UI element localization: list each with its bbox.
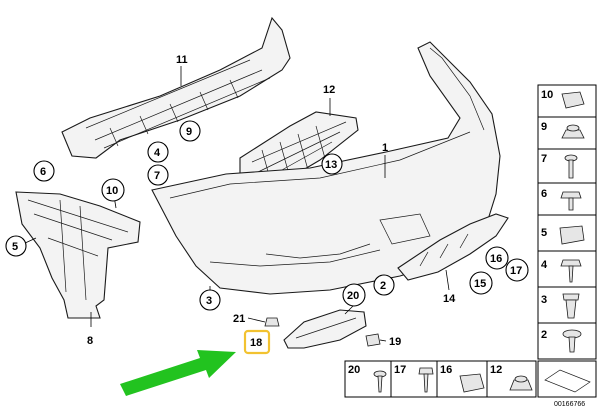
hardware-row: 10 20 17 16 12 [344, 360, 597, 398]
grommet-icon [561, 129, 585, 139]
callout-14: 14 [443, 293, 456, 305]
hardware-cell-5: 5 [537, 214, 597, 252]
callout-3: 3 [199, 289, 221, 311]
hardware-cell-9: 9 [537, 116, 597, 150]
hardware-cell-extra [537, 360, 597, 398]
callout-20: 20 [342, 283, 366, 307]
svg-text:9: 9 [186, 126, 192, 138]
svg-text:17: 17 [394, 364, 406, 376]
svg-text:10: 10 [541, 89, 553, 101]
hardware-cell-16: 16 [436, 360, 488, 398]
hardware-cell-3: 3 [537, 286, 597, 324]
part-21-nut [264, 317, 280, 327]
hardware-cell-6: 6 [537, 182, 597, 216]
svg-text:13: 13 [325, 159, 337, 171]
svg-text:2: 2 [380, 280, 386, 292]
callout-10: 10 [101, 178, 125, 202]
expansion-nut-icon [562, 293, 580, 301]
svg-text:3: 3 [206, 295, 212, 307]
svg-text:19: 19 [389, 336, 401, 348]
bolt-icon [560, 191, 582, 199]
svg-text:5: 5 [12, 241, 18, 253]
callout-19: 19 [389, 336, 401, 348]
callout-21: 21 [233, 313, 245, 325]
hardware-cell-17: 17 [390, 360, 438, 398]
callout-7: 7 [147, 164, 169, 186]
svg-text:10: 10 [106, 185, 118, 197]
part-11-carrier [61, 16, 291, 159]
svg-text:12: 12 [490, 364, 502, 376]
part-19-clip [365, 333, 381, 347]
callout-18[interactable]: 18 [243, 329, 271, 355]
svg-text:11: 11 [176, 54, 188, 66]
svg-text:6: 6 [541, 188, 547, 200]
callout-6: 6 [33, 160, 55, 182]
svg-text:8: 8 [87, 335, 93, 347]
hardware-cell-20: 10 20 [344, 360, 392, 398]
svg-text:6: 6 [40, 166, 46, 178]
screw-icon [560, 259, 582, 267]
svg-text:9: 9 [541, 121, 547, 133]
svg-text:5: 5 [541, 227, 547, 239]
svg-text:21: 21 [233, 313, 245, 325]
svg-text:2: 2 [541, 329, 547, 341]
hardware-cell-2: 2 [537, 322, 597, 360]
part-14-lower-trim [397, 213, 509, 281]
callout-8: 8 [87, 335, 93, 347]
svg-text:14: 14 [443, 293, 456, 305]
hardware-cell-4: 4 [537, 250, 597, 288]
svg-text:20: 20 [348, 364, 360, 376]
bracket-outline-icon [544, 369, 591, 393]
hardware-cell-7: 7 [537, 148, 597, 184]
nut-clip-icon [459, 373, 485, 393]
callout-17: 17 [505, 258, 529, 282]
part-6-side-bracket [15, 191, 141, 319]
hardware-cell-10: 10 [537, 84, 597, 118]
svg-text:3: 3 [541, 294, 547, 306]
callout-4: 4 [147, 141, 169, 163]
callout-12: 12 [323, 84, 335, 96]
callout-1: 1 [382, 142, 388, 154]
svg-text:16: 16 [440, 364, 452, 376]
callout-11: 11 [176, 54, 188, 66]
svg-text:4: 4 [541, 259, 548, 271]
callout-15: 15 [469, 271, 493, 295]
hardware-cell-12: 12 [486, 360, 537, 398]
svg-text:7: 7 [541, 153, 547, 165]
svg-text:15: 15 [474, 278, 486, 290]
clip-icon [561, 91, 585, 109]
tapping-screw-icon [418, 367, 434, 375]
callout-18-highlight [243, 329, 271, 355]
svg-text:7: 7 [154, 170, 160, 182]
part-18-reflector [283, 309, 367, 349]
callout-16: 16 [485, 246, 509, 270]
document-number: 00166766 [554, 401, 585, 408]
hardware-column: 10 9 7 6 5 4 [537, 84, 597, 360]
svg-text:12: 12 [323, 84, 335, 96]
cap-icon [509, 379, 533, 391]
svg-text:20: 20 [347, 290, 359, 302]
callout-2: 2 [373, 274, 395, 296]
svg-text:1: 1 [382, 142, 388, 154]
svg-text:17: 17 [510, 265, 522, 277]
svg-text:18: 18 [250, 337, 262, 349]
callout-5: 5 [5, 235, 27, 257]
callout-13: 13 [321, 153, 343, 175]
speed-nut-icon [559, 225, 585, 245]
svg-text:4: 4 [154, 147, 161, 159]
svg-text:16: 16 [490, 253, 502, 265]
pointer-arrow [120, 350, 236, 396]
callout-9: 9 [179, 120, 201, 142]
